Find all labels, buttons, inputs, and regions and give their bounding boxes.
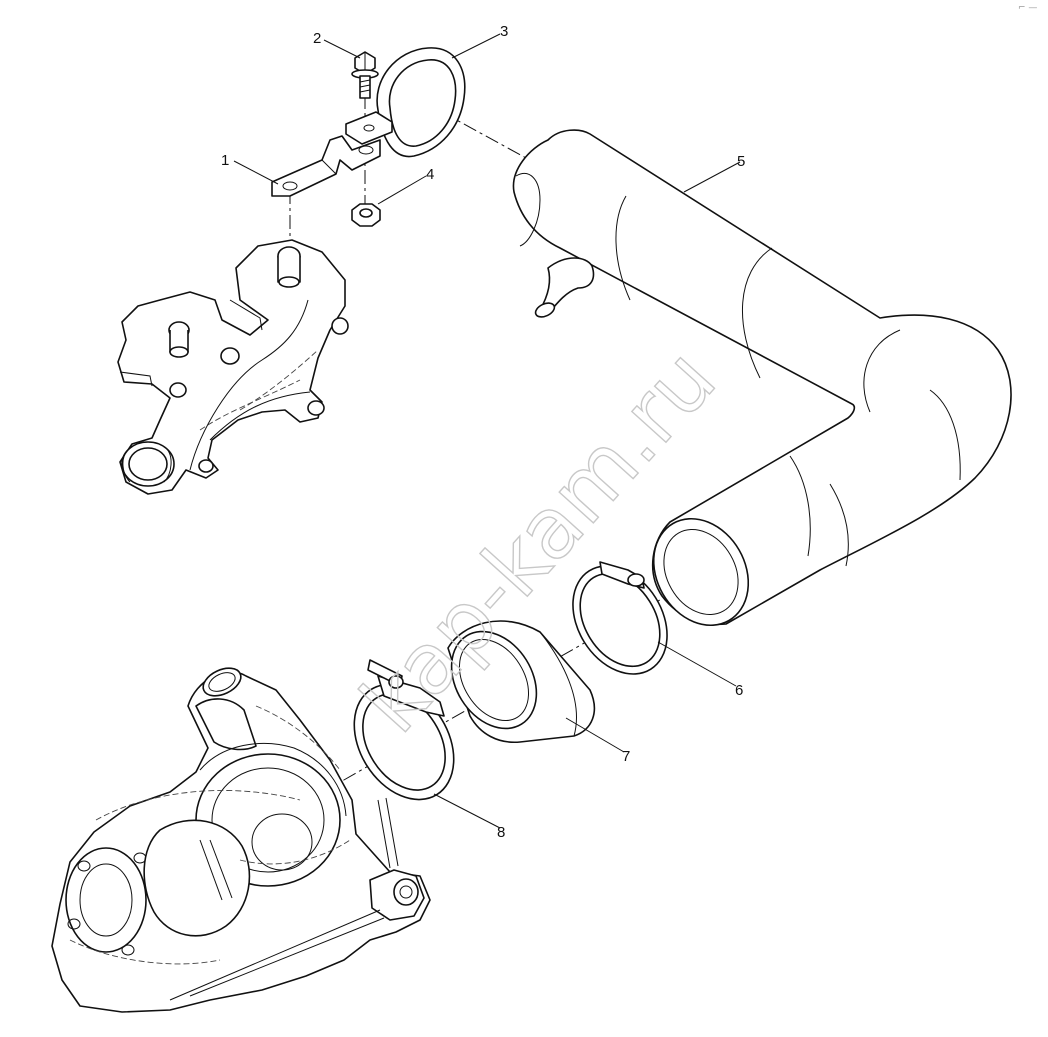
corner-mark: ⌐ —: [1018, 3, 1037, 13]
bolt-part-2: [351, 51, 379, 99]
turbocharger: [51, 667, 431, 1013]
sleeve-part-7: [447, 620, 596, 743]
vband-clamp-part-8: [353, 659, 455, 801]
callout-8: 8: [497, 824, 505, 841]
bracket-part-1: [271, 135, 381, 197]
worm-clamp-part-6: [572, 561, 668, 675]
callout-6: 6: [735, 682, 743, 699]
callout-5: 5: [737, 153, 745, 170]
nut-part-4: [351, 203, 381, 227]
callout-7: 7: [622, 748, 630, 765]
exhaust-manifold: [117, 239, 349, 495]
callout-4: 4: [426, 166, 434, 183]
callout-labels: 1 2 3 4 5 6 7 8: [221, 23, 745, 841]
callout-3: 3: [500, 23, 508, 40]
leader-lines: [233, 33, 741, 829]
exhaust-pipe-part-5: [512, 129, 1012, 627]
callout-2: 2: [313, 30, 321, 47]
clamp-band-part-3: [345, 47, 466, 158]
callout-1: 1: [221, 152, 229, 169]
